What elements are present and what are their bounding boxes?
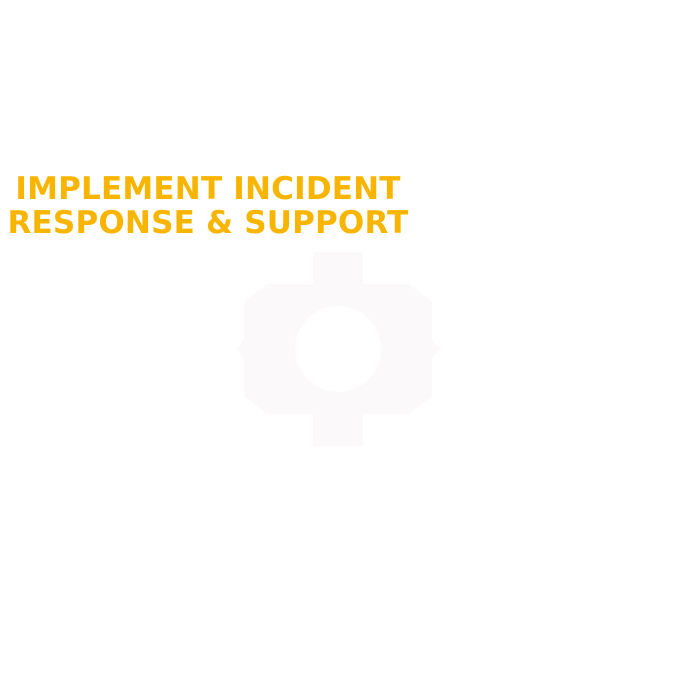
heading-line-1: IMPLEMENT INCIDENT bbox=[15, 171, 401, 207]
gear-icon bbox=[236, 252, 440, 446]
heading-line-2: RESPONSE & SUPPORT bbox=[7, 205, 409, 241]
heading: IMPLEMENT INCIDENT RESPONSE & SUPPORT bbox=[0, 172, 416, 240]
